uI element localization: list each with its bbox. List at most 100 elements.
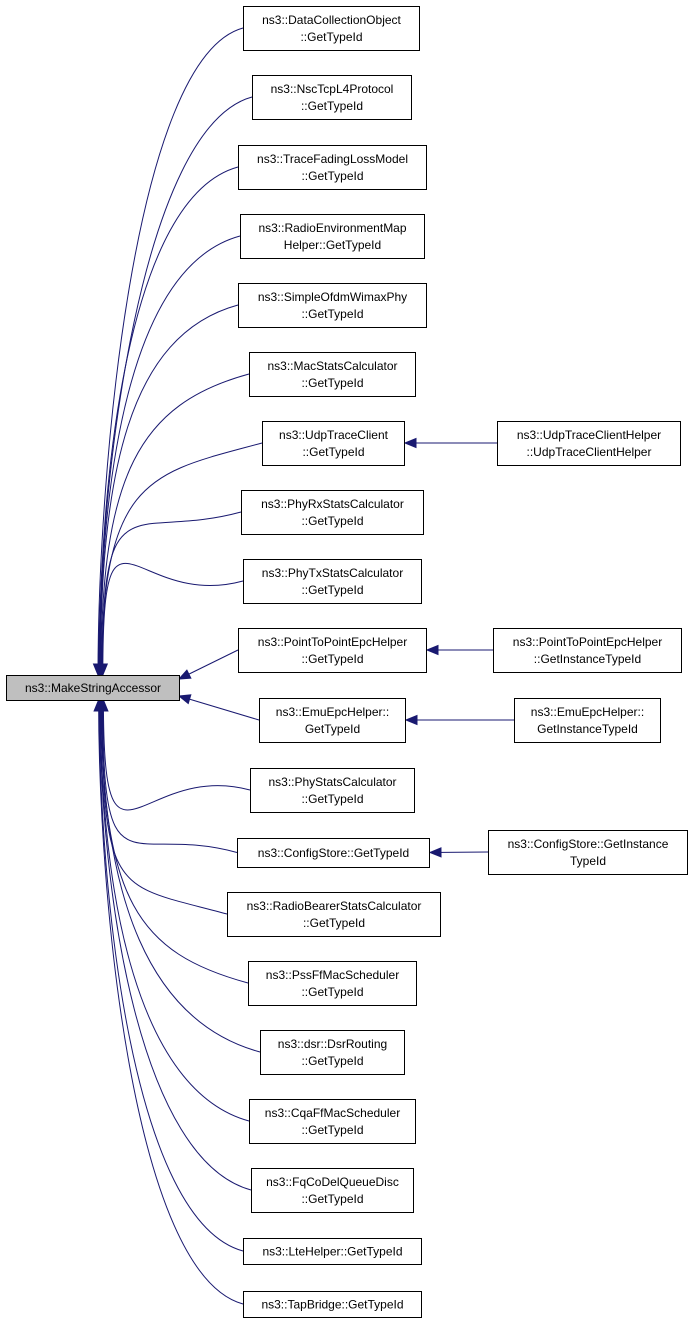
node-label: ns3::UdpTraceClient bbox=[279, 428, 389, 442]
graph-node[interactable]: ns3::ConfigStore::GetInstanceTypeId bbox=[488, 830, 688, 875]
node-box bbox=[241, 490, 424, 535]
graph-node[interactable]: ns3::FqCoDelQueueDisc::GetTypeId bbox=[251, 1168, 414, 1213]
node-box bbox=[243, 6, 420, 51]
edges-layer bbox=[92, 27, 514, 1305]
edge-line bbox=[98, 166, 239, 676]
node-label: ::GetTypeId bbox=[301, 792, 363, 806]
node-label: ns3::CqaFfMacScheduler bbox=[265, 1106, 400, 1120]
node-label: ::GetTypeId bbox=[301, 583, 363, 597]
node-box bbox=[243, 1238, 422, 1265]
graph-node[interactable]: ns3::PointToPointEpcHelper::GetInstanceT… bbox=[493, 628, 682, 673]
root-node[interactable]: ns3::MakeStringAccessor bbox=[6, 675, 180, 701]
graph-node[interactable]: ns3::SimpleOfdmWimaxPhy::GetTypeId bbox=[238, 283, 427, 328]
graph-node[interactable]: ns3::PhyStatsCalculator::GetTypeId bbox=[250, 768, 415, 813]
node-label: ns3::PointToPointEpcHelper bbox=[513, 635, 662, 649]
edge-arrowhead bbox=[177, 669, 192, 680]
graph-node[interactable]: ns3::LteHelper::GetTypeId bbox=[243, 1238, 422, 1265]
node-label: ns3::EmuEpcHelper:: bbox=[276, 705, 389, 719]
node-box bbox=[488, 830, 688, 875]
graph-node[interactable]: ns3::dsr::DsrRouting::GetTypeId bbox=[260, 1030, 405, 1075]
graph-node[interactable]: ns3::PhyRxStatsCalculator::GetTypeId bbox=[241, 490, 424, 535]
edge-line bbox=[102, 699, 251, 811]
node-label: ns3::DataCollectionObject bbox=[262, 13, 401, 27]
node-box bbox=[238, 145, 427, 190]
graph-node[interactable]: ns3::ConfigStore::GetTypeId bbox=[237, 838, 430, 868]
node-box bbox=[251, 1168, 414, 1213]
graph-node[interactable]: ns3::DataCollectionObject::GetTypeId bbox=[243, 6, 420, 51]
edge-line bbox=[99, 235, 241, 676]
node-label: ns3::UdpTraceClientHelper bbox=[517, 428, 661, 442]
node-box bbox=[497, 421, 681, 466]
edge-line bbox=[101, 442, 263, 676]
node-label: GetTypeId bbox=[305, 722, 360, 736]
node-label: ns3::LteHelper::GetTypeId bbox=[262, 1245, 402, 1259]
node-box bbox=[262, 421, 405, 466]
node-label: ::GetTypeId bbox=[301, 1054, 363, 1068]
node-label: ns3::NscTcpL4Protocol bbox=[271, 82, 394, 96]
graph-node[interactable]: ns3::NscTcpL4Protocol::GetTypeId bbox=[252, 75, 412, 120]
node-box bbox=[227, 892, 441, 937]
graph-node[interactable]: ns3::PhyTxStatsCalculator::GetTypeId bbox=[243, 559, 422, 604]
edge-line bbox=[97, 27, 244, 676]
edge-line bbox=[100, 699, 261, 1053]
node-label: ::GetTypeId bbox=[301, 1192, 363, 1206]
node-label: ns3::PssFfMacScheduler bbox=[266, 968, 399, 982]
edge-line bbox=[101, 699, 249, 984]
node-label: ns3::SimpleOfdmWimaxPhy bbox=[258, 290, 407, 304]
node-label: ns3::RadioBearerStatsCalculator bbox=[247, 899, 422, 913]
node-label: ns3::RadioEnvironmentMap bbox=[258, 221, 406, 235]
edge-line bbox=[98, 699, 244, 1252]
node-label: ::GetTypeId bbox=[301, 652, 363, 666]
edge-arrowhead bbox=[428, 847, 442, 858]
node-label: ns3::MacStatsCalculator bbox=[267, 359, 397, 373]
edge-arrowhead bbox=[403, 437, 417, 449]
node-label: GetInstanceTypeId bbox=[537, 722, 638, 736]
node-box bbox=[514, 698, 661, 743]
graph-node[interactable]: ns3::RadioBearerStatsCalculator::GetType… bbox=[227, 892, 441, 937]
node-label: ns3::PhyTxStatsCalculator bbox=[262, 566, 403, 580]
node-label: ::GetTypeId bbox=[300, 30, 362, 44]
node-label: ::GetTypeId bbox=[301, 514, 363, 528]
node-label: ::GetTypeId bbox=[301, 169, 363, 183]
node-box bbox=[493, 628, 682, 673]
node-box bbox=[249, 352, 416, 397]
graph-node[interactable]: ns3::UdpTraceClientHelper::UdpTraceClien… bbox=[497, 421, 681, 466]
graph-node[interactable]: ns3::TapBridge::GetTypeId bbox=[243, 1291, 422, 1318]
edge-line bbox=[99, 304, 239, 676]
graph-node[interactable]: ns3::UdpTraceClient::GetTypeId bbox=[262, 421, 405, 466]
node-label: ns3::TapBridge::GetTypeId bbox=[261, 1298, 403, 1312]
node-label: ns3::TraceFadingLossModel bbox=[257, 152, 408, 166]
node-label: ns3::ConfigStore::GetInstance bbox=[508, 837, 669, 851]
graph-node[interactable]: ns3::MacStatsCalculator::GetTypeId bbox=[249, 352, 416, 397]
node-box bbox=[237, 838, 430, 868]
edge-arrowhead bbox=[177, 694, 192, 705]
node-box bbox=[238, 628, 427, 673]
node-box bbox=[250, 768, 415, 813]
graph-node[interactable]: ns3::EmuEpcHelper::GetTypeId bbox=[259, 698, 406, 743]
edge-line bbox=[178, 695, 260, 721]
graph-node[interactable]: ns3::PssFfMacScheduler::GetTypeId bbox=[248, 961, 417, 1006]
graph-node[interactable]: ns3::RadioEnvironmentMapHelper::GetTypeI… bbox=[240, 214, 425, 259]
node-label: ::GetTypeId bbox=[301, 99, 363, 113]
node-label: ns3::EmuEpcHelper:: bbox=[531, 705, 644, 719]
node-label: ::GetTypeId bbox=[302, 445, 364, 459]
node-label: ::GetTypeId bbox=[301, 1123, 363, 1137]
graph-node[interactable]: ns3::PointToPointEpcHelper::GetTypeId bbox=[238, 628, 427, 673]
edge-arrowhead bbox=[97, 663, 109, 677]
node-label: ns3::FqCoDelQueueDisc bbox=[266, 1175, 399, 1189]
node-label: ns3::PhyStatsCalculator bbox=[268, 775, 396, 789]
graph-node[interactable]: ns3::TraceFadingLossModel::GetTypeId bbox=[238, 145, 427, 190]
node-box bbox=[252, 75, 412, 120]
graph-node[interactable]: ns3::CqaFfMacScheduler::GetTypeId bbox=[249, 1099, 416, 1144]
node-label: ns3::PhyRxStatsCalculator bbox=[261, 497, 404, 511]
node-label: ns3::MakeStringAccessor bbox=[25, 681, 161, 695]
node-box bbox=[259, 698, 406, 743]
node-box bbox=[243, 1291, 422, 1318]
edge-line bbox=[99, 699, 250, 1122]
edge-line bbox=[100, 373, 250, 676]
node-box bbox=[260, 1030, 405, 1075]
graph-node[interactable]: ns3::EmuEpcHelper::GetInstanceTypeId bbox=[514, 698, 661, 743]
node-box bbox=[243, 559, 422, 604]
node-label: ns3::dsr::DsrRouting bbox=[278, 1037, 387, 1051]
